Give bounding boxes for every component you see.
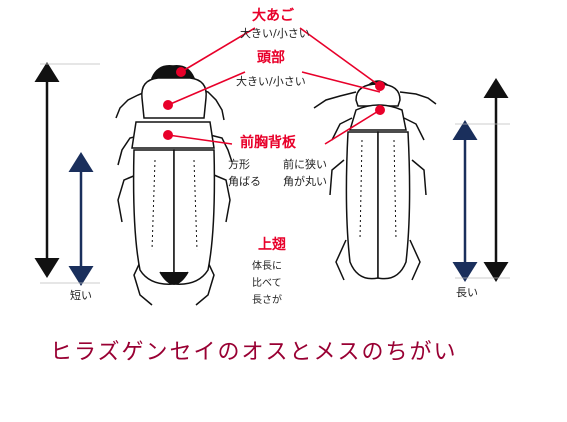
callout-head-male — [167, 71, 246, 106]
label-pronotum: 前胸背板 — [240, 135, 296, 151]
male-leg-hind-right — [195, 257, 215, 306]
dot-head-male — [163, 100, 173, 110]
male-leg-hind-left — [133, 257, 153, 306]
label-elytra-note-2: 比べて — [252, 278, 282, 289]
female-leg-mid-right — [411, 159, 427, 196]
female-leg-front-right — [403, 117, 425, 141]
dot-pronotum-male — [163, 130, 173, 140]
male-abdomen — [159, 271, 189, 285]
female-elytron-left — [345, 131, 379, 280]
callout-head-female — [301, 71, 381, 93]
female-beetle — [313, 80, 437, 281]
dot-jaw-female — [375, 81, 385, 91]
callout-lines — [167, 27, 381, 145]
label-female-shape-1: 前に狭い — [283, 158, 327, 171]
label-jaw: 大あご — [252, 8, 294, 24]
callout-jaw-female — [299, 27, 381, 87]
label-jaw-note: 大きい/小さい — [240, 27, 310, 40]
label-short: 短い — [70, 289, 92, 302]
diagram-caption: ヒラズゲンセイのオスとメスのちがい — [50, 340, 458, 365]
dot-pronotum-female — [375, 105, 385, 115]
male-leg-front-right — [209, 134, 233, 163]
dot-jaw-male — [176, 67, 186, 77]
male-leg-mid-left — [117, 174, 137, 223]
length-arrows — [34, 62, 509, 286]
female-antenna-right — [399, 91, 437, 105]
label-head-note: 大きい/小さい — [236, 75, 306, 88]
label-elytra-note-3: 長さが — [252, 295, 282, 306]
male-leg-mid-right — [213, 174, 231, 223]
label-male-shape-2: 角ばる — [228, 175, 261, 188]
label-elytra-note-1: 体長に — [252, 261, 282, 272]
label-head: 頭部 — [257, 50, 285, 66]
arrow-tick-lines — [40, 63, 510, 284]
label-male-shape-1: 方形 — [228, 158, 250, 171]
female-leg-hind-right — [409, 239, 421, 281]
label-elytra: 上翅 — [258, 237, 286, 253]
callout-pronotum-female — [324, 109, 381, 145]
male-elytron-right — [173, 149, 216, 285]
callout-jaw-male — [180, 27, 256, 73]
female-elytron-right — [377, 131, 411, 280]
female-leg-front-left — [331, 117, 353, 141]
callout-dots — [163, 67, 385, 140]
callout-pronotum-male — [167, 134, 233, 145]
female-leg-mid-left — [329, 159, 345, 196]
female-leg-hind-left — [335, 239, 347, 281]
male-elytron-left — [132, 149, 175, 285]
female-antenna-left — [313, 91, 357, 109]
label-female-shape-2: 角が丸い — [283, 175, 327, 188]
male-head — [141, 77, 207, 119]
female-pronotum — [348, 104, 407, 131]
label-long: 長い — [456, 286, 478, 299]
